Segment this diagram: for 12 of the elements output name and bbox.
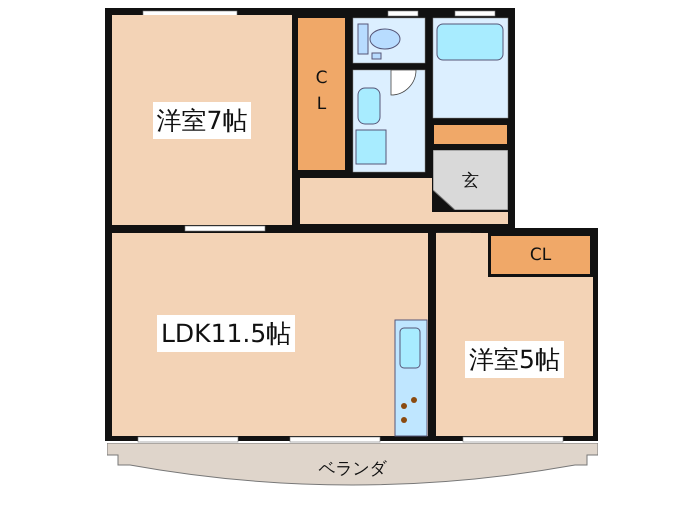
- room-label: 洋室7帖: [152, 102, 252, 138]
- room-label: CL: [530, 245, 552, 265]
- western-room: [112, 15, 292, 225]
- living-dining-kitchen: [112, 233, 428, 436]
- room-label: 玄: [462, 170, 479, 192]
- room-label: ベランダ: [318, 458, 386, 480]
- closet: [488, 233, 593, 277]
- closet: [298, 18, 345, 170]
- room-label: CL: [312, 68, 332, 120]
- room-label: LDK11.5帖: [157, 315, 296, 352]
- room-label: 洋室5帖: [465, 341, 564, 378]
- western-room: [436, 233, 593, 436]
